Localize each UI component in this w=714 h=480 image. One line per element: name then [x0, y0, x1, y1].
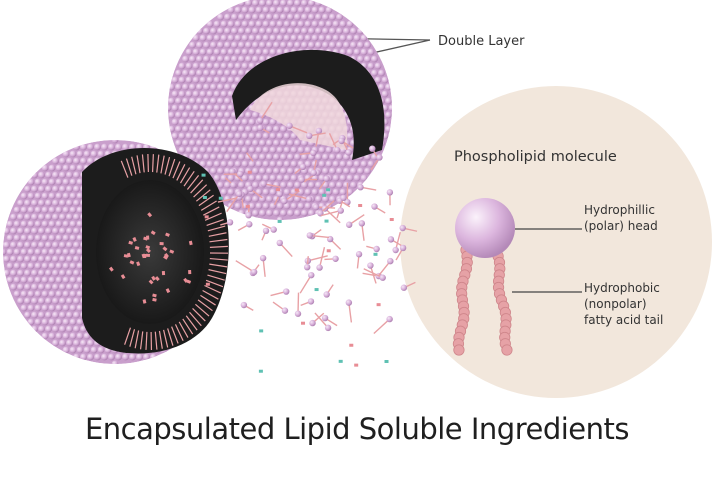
caption-title: Encapsulated Lipid Soluble Ingredients [84, 412, 630, 446]
head-label-line2: (polar) head [584, 219, 658, 233]
phospholipid-molecule-icon [452, 198, 515, 356]
tail-label-line3: fatty acid tail [584, 313, 663, 327]
ingredients-left [108, 212, 193, 304]
molecule-title: Phospholipid molecule [454, 149, 617, 165]
cutaway-top [232, 49, 385, 160]
inner-core-left [96, 180, 204, 324]
liposome-left [3, 140, 229, 364]
bilayer-tails-left [120, 154, 229, 350]
tail-label-line1: Hydrophobic [584, 281, 660, 295]
scattered-phospholipids [201, 101, 418, 373]
double-layer-label: Double Layer [438, 34, 525, 49]
polar-head [455, 198, 515, 258]
molecule-callout-circle [400, 86, 712, 398]
head-label-line1: Hydrophillic [584, 203, 655, 217]
tail-label-line2: (nonpolar) [584, 297, 647, 311]
